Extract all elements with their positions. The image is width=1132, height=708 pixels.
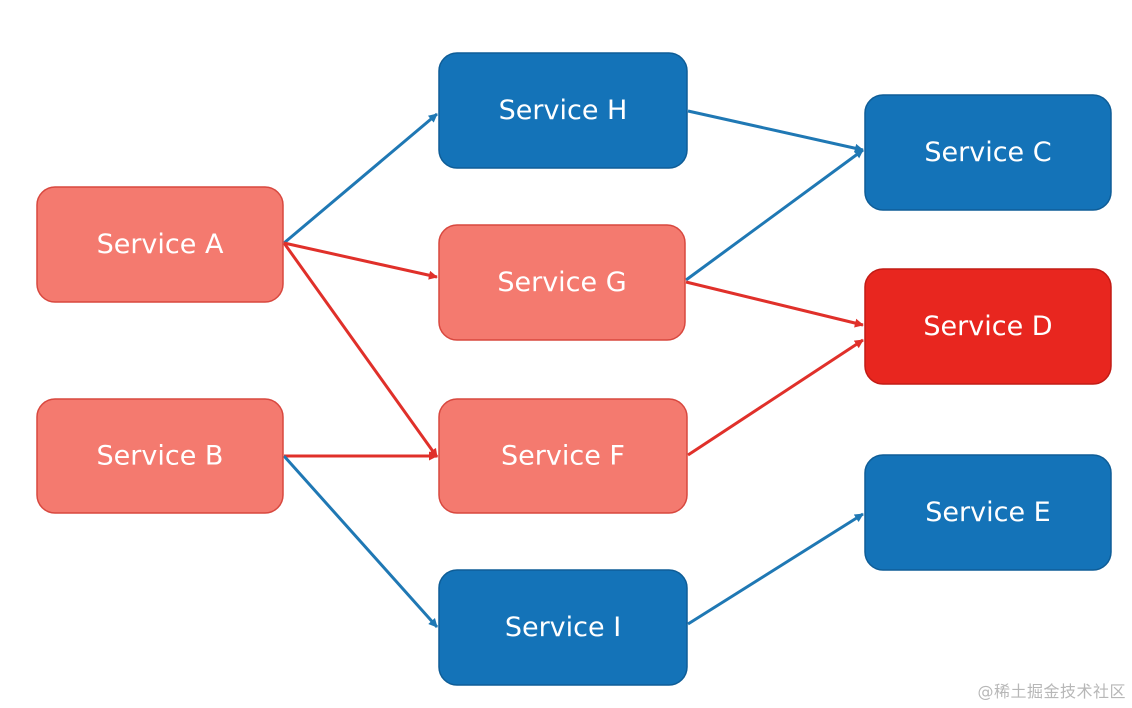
service-node-label: Service B: [97, 441, 224, 472]
service-node-label: Service I: [505, 612, 621, 643]
service-node-box: [438, 398, 688, 514]
edge-h-to-c: [687, 109, 864, 153]
service-node-label: Service A: [97, 229, 224, 260]
watermark-text: @稀土掘金技术社区: [977, 682, 1126, 701]
service-node-e: Service E: [864, 454, 1112, 571]
service-node-g: Service G: [438, 224, 686, 341]
edges-layer: [282, 109, 864, 629]
service-node-c: Service C: [864, 94, 1112, 211]
service-node-a: Service A: [36, 186, 284, 303]
edge-a-to-g: [283, 241, 438, 280]
service-node-d: Service D: [864, 268, 1112, 385]
service-node-h: Service H: [438, 52, 688, 169]
edge-b-to-i: [282, 454, 439, 629]
service-node-box: [36, 186, 284, 303]
nodes-layer: Service A Service B Service H Service G Serv…: [36, 52, 1112, 686]
edge-g-to-d: [685, 280, 864, 328]
service-node-box: [438, 224, 686, 341]
edge-a-to-f: [282, 242, 439, 458]
edge-g-to-c: [685, 148, 864, 282]
service-node-label: Service F: [501, 441, 625, 472]
service-node-box: [864, 94, 1112, 211]
service-node-i: Service I: [438, 569, 688, 686]
service-node-label: Service D: [923, 311, 1052, 342]
service-node-box: [438, 52, 688, 169]
edge-f-to-d: [687, 338, 864, 457]
service-node-label: Service E: [925, 497, 1050, 528]
edge-a-to-h: [283, 112, 438, 245]
service-node-f: Service F: [438, 398, 688, 514]
service-node-box: [864, 454, 1112, 571]
service-node-label: Service C: [924, 137, 1051, 168]
service-node-b: Service B: [36, 398, 284, 514]
service-node-label: Service H: [499, 95, 628, 126]
service-node-box: [36, 398, 284, 514]
service-node-box: [438, 569, 688, 686]
edge-i-to-e: [687, 512, 864, 626]
service-node-label: Service G: [497, 267, 626, 298]
service-node-box: [864, 268, 1112, 385]
